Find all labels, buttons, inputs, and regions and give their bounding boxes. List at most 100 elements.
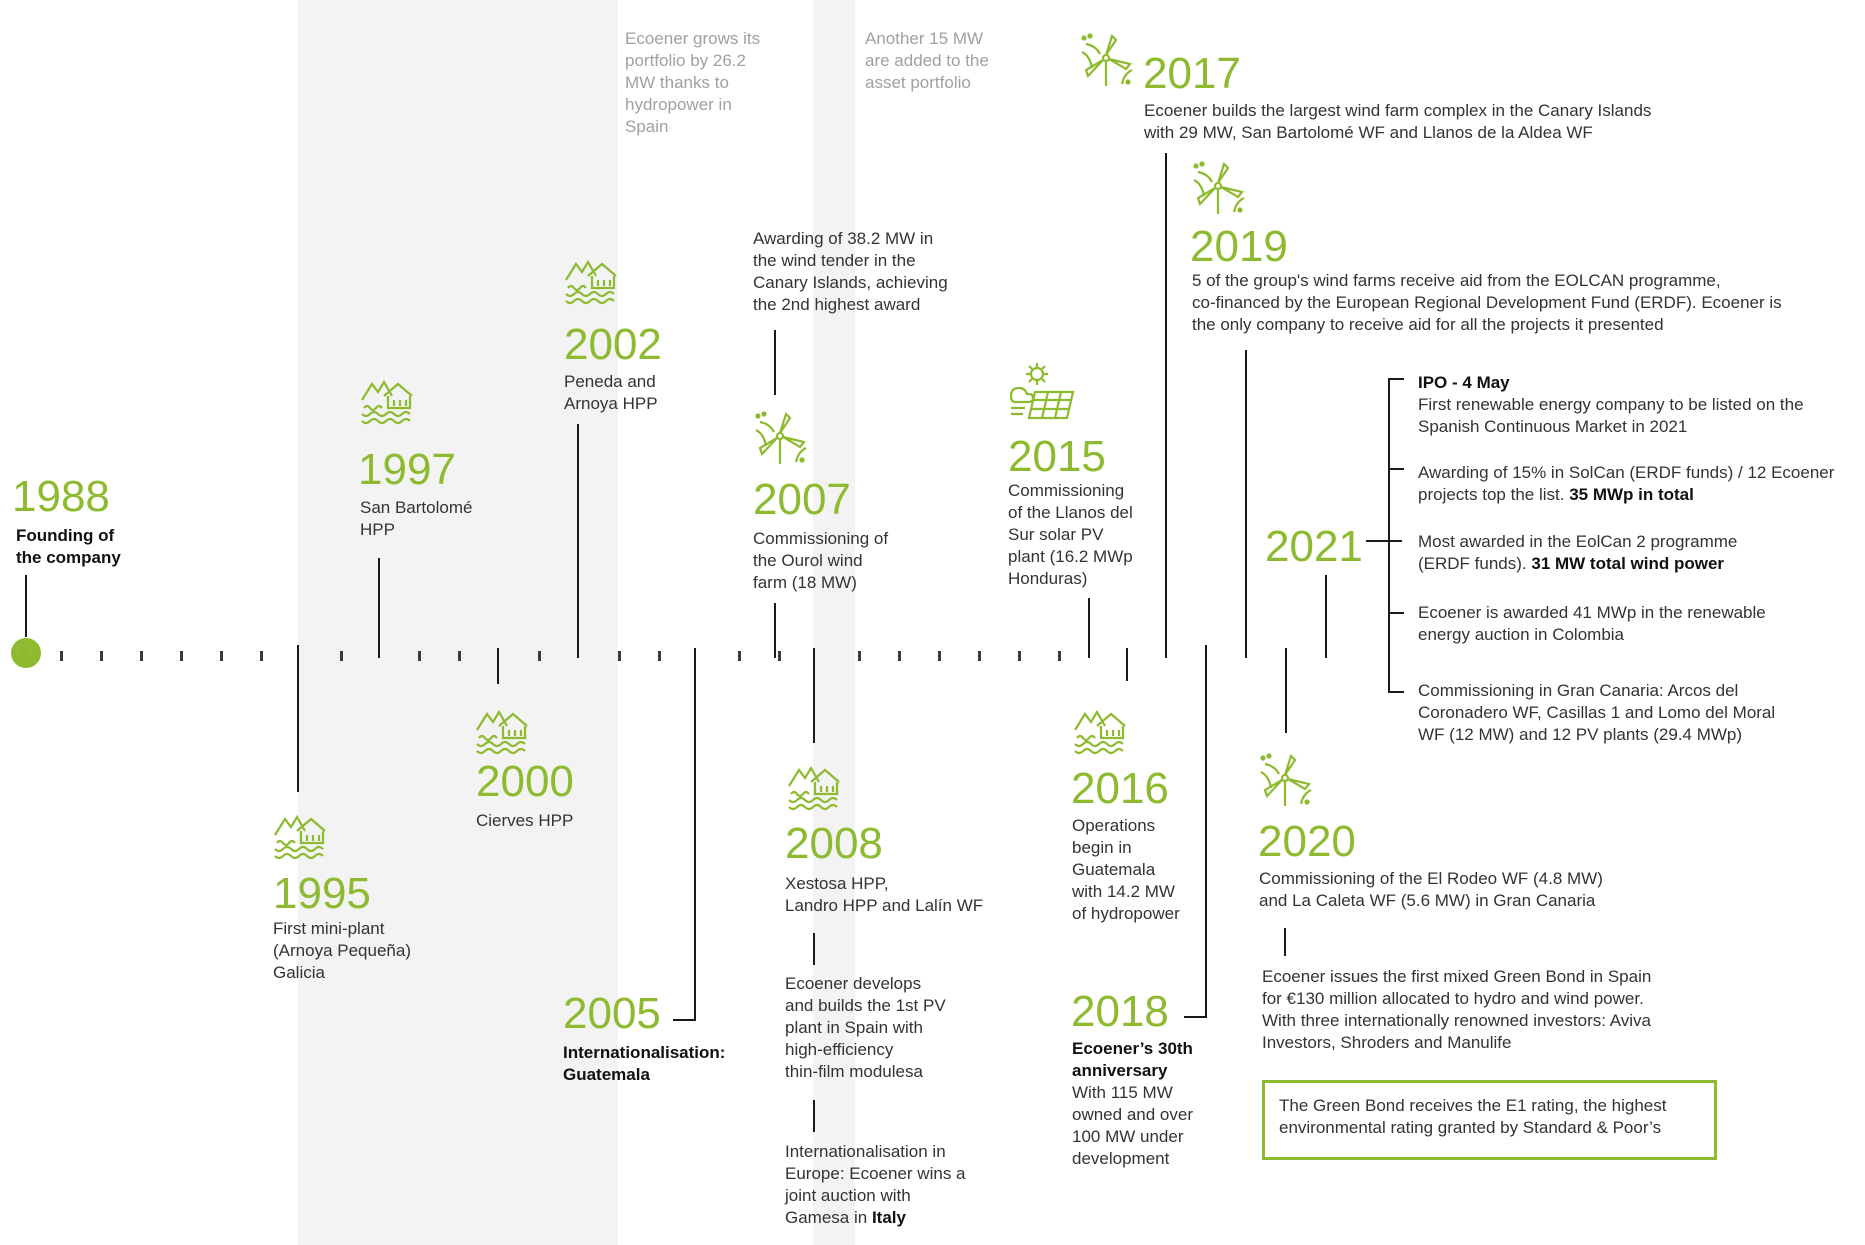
connector-1997 xyxy=(378,558,380,658)
event-2008-pv-line4: high-efficiency xyxy=(785,1040,894,1059)
event-2021-eolcan-total: 31 MW total wind power xyxy=(1531,554,1725,573)
event-1997-text: San Bartolomé HPP xyxy=(360,497,472,541)
timeline-tick xyxy=(778,651,781,661)
year-1997: 1997 xyxy=(358,445,456,494)
year-2005: 2005 xyxy=(563,989,661,1038)
event-2021-grancanaria-line1: Commissioning in Gran Canaria: Arcos del xyxy=(1418,681,1739,700)
event-2008-line2: Landro HPP and Lalín WF xyxy=(785,896,984,915)
timeline-tick xyxy=(458,651,461,661)
connector-2002 xyxy=(577,424,579,658)
connector-2005-h xyxy=(673,1019,696,1021)
event-2021-colombia: Ecoener is awarded 41 MWp in the renewab… xyxy=(1418,602,1766,646)
event-2016-line2: begin in xyxy=(1072,838,1132,857)
event-2020-bond-line3: With three internationally renowned inve… xyxy=(1262,1011,1651,1030)
event-2007-award-text: Awarding of 38.2 MW in the wind tender i… xyxy=(753,228,948,316)
event-2021-grancanaria-line3: WF (12 MW) and 12 PV plants (29.4 MWp) xyxy=(1418,725,1743,744)
event-2000-text: Cierves HPP xyxy=(476,811,574,830)
event-2021-grancanaria-line2: Coronadero WF, Casillas 1 and Lomo del M… xyxy=(1418,703,1776,722)
event-2016-line3: Guatemala xyxy=(1072,860,1156,879)
event-2007-award-line3: Canary Islands, achieving xyxy=(753,273,948,292)
event-2007-line2: the Ourol wind xyxy=(753,551,863,570)
event-2019-line1: 5 of the group's wind farms receive aid … xyxy=(1192,271,1721,290)
connector-2020 xyxy=(1285,648,1287,733)
timeline-tick xyxy=(1058,651,1061,661)
connector-2019 xyxy=(1245,350,1247,658)
event-2017-line2: with 29 MW, San Bartolomé WF and Llanos … xyxy=(1144,123,1593,142)
connector-2008 xyxy=(813,648,815,743)
connector-2007 xyxy=(774,603,776,658)
event-1997-line2: HPP xyxy=(360,520,395,539)
connector-2000 xyxy=(497,648,499,684)
solar-panel-icon xyxy=(1007,362,1079,422)
event-2020-line1: Commissioning of the El Rodeo WF (4.8 MW… xyxy=(1259,869,1603,888)
event-2008-europe-line4: Gamesa in Italy xyxy=(785,1207,966,1229)
event-2020-bond-text: Ecoener issues the first mixed Green Bon… xyxy=(1262,966,1651,1054)
hydro-plant-icon xyxy=(475,700,537,756)
connector-2017 xyxy=(1165,153,1167,658)
event-2008-line1: Xestosa HPP, xyxy=(785,874,889,893)
event-2018-line2: anniversary xyxy=(1072,1061,1168,1080)
year-2019: 2019 xyxy=(1190,222,1288,271)
green-bond-rating-line2: environmental rating granted by Standard… xyxy=(1279,1118,1662,1137)
event-2007-award-line2: the wind tender in the xyxy=(753,251,916,270)
event-2021-colombia-line1: Ecoener is awarded 41 MWp in the renewab… xyxy=(1418,603,1766,622)
event-2008-europe-line4-text: Gamesa in xyxy=(785,1208,872,1227)
event-2019-text: 5 of the group's wind farms receive aid … xyxy=(1192,270,1782,336)
event-2007-award-line4: the 2nd highest award xyxy=(753,295,921,314)
hydro-plant-icon xyxy=(1073,700,1135,756)
timeline-tick xyxy=(858,651,861,661)
event-2020-line2: and La Caleta WF (5.6 MW) in Gran Canari… xyxy=(1259,891,1596,910)
year-2018: 2018 xyxy=(1071,987,1169,1036)
event-1988-line2: the company xyxy=(16,548,121,567)
green-bond-rating-box: The Green Bond receives the E1 rating, t… xyxy=(1262,1080,1717,1160)
event-2021-ipo-line2: Spanish Continuous Market in 2021 xyxy=(1418,417,1688,436)
event-2021-solcan-line1: Awarding of 15% in SolCan (ERDF funds) /… xyxy=(1418,463,1835,482)
hydro-plant-icon xyxy=(360,370,422,426)
event-2021-eolcan: Most awarded in the EolCan 2 programme (… xyxy=(1418,531,1737,575)
event-2021-eolcan-line1: Most awarded in the EolCan 2 programme xyxy=(1418,532,1738,551)
event-1995-line1: First mini-plant xyxy=(273,919,385,938)
event-2008-europe-line3: joint auction with xyxy=(785,1186,911,1205)
event-2005-line1: Internationalisation: xyxy=(563,1043,726,1062)
event-1997-line1: San Bartolomé xyxy=(360,498,473,517)
connector-2020-bond xyxy=(1284,928,1286,956)
event-2007-line1: Commissioning of xyxy=(753,529,889,548)
connector-2018 xyxy=(1205,645,1207,1018)
green-bond-rating-line1: The Green Bond receives the E1 rating, t… xyxy=(1279,1096,1667,1115)
event-2016-line4: with 14.2 MW xyxy=(1072,882,1175,901)
year-2015: 2015 xyxy=(1008,432,1106,481)
event-2008-europe-line2: Europe: Ecoener wins a xyxy=(785,1164,966,1183)
event-2002-line2: Arnoya HPP xyxy=(564,394,658,413)
event-2021-grancanaria: Commissioning in Gran Canaria: Arcos del… xyxy=(1418,680,1775,746)
timeline-tick xyxy=(340,651,343,661)
event-2021-colombia-line2: energy auction in Colombia xyxy=(1418,625,1625,644)
timeline-tick xyxy=(898,651,901,661)
event-2015-line1: Commissioning xyxy=(1008,481,1125,500)
event-2018-text: Ecoener’s 30th anniversary With 115 MW o… xyxy=(1072,1038,1193,1170)
event-2015-line2: of the Llanos del xyxy=(1008,503,1133,522)
event-2021-solcan-line2: projects top the list. 35 MWp in total xyxy=(1418,484,1834,506)
bracket-2021-tick3 xyxy=(1388,612,1404,614)
event-2005-line2: Guatemala xyxy=(563,1065,650,1084)
timeline-tick xyxy=(618,651,621,661)
event-2008-pv-line2: and builds the 1st PV xyxy=(785,996,946,1015)
event-2017-line1: Ecoener builds the largest wind farm com… xyxy=(1144,101,1652,120)
event-2021-ipo: IPO - 4 May First renewable energy compa… xyxy=(1418,372,1804,438)
timeline-tick xyxy=(180,651,183,661)
event-1988-text: Founding of the company xyxy=(16,525,121,569)
event-2019-line3: the only company to receive aid for all … xyxy=(1192,315,1664,334)
note-15mw-added: Another 15 MW are added to the asset por… xyxy=(865,29,989,92)
event-1988-line1: Founding of xyxy=(16,526,115,545)
event-2015-text: Commissioning of the Llanos del Sur sola… xyxy=(1008,480,1133,590)
connector-2018-h xyxy=(1184,1016,1207,1018)
hydro-plant-icon xyxy=(273,805,335,861)
event-2008-pv-text: Ecoener develops and builds the 1st PV p… xyxy=(785,973,946,1083)
event-2018-line4: owned and over xyxy=(1072,1105,1193,1124)
event-2018-line6: development xyxy=(1072,1149,1170,1168)
event-2015-line4: plant (16.2 MWp xyxy=(1008,547,1133,566)
event-2016-text: Operations begin in Guatemala with 14.2 … xyxy=(1072,815,1180,925)
wind-turbine-icon xyxy=(1257,752,1313,808)
event-2018-line1: Ecoener’s 30th xyxy=(1072,1039,1193,1058)
event-2020-bond-line4: Investors, Shroders and Manulife xyxy=(1262,1033,1512,1052)
timeline-tick xyxy=(738,651,741,661)
